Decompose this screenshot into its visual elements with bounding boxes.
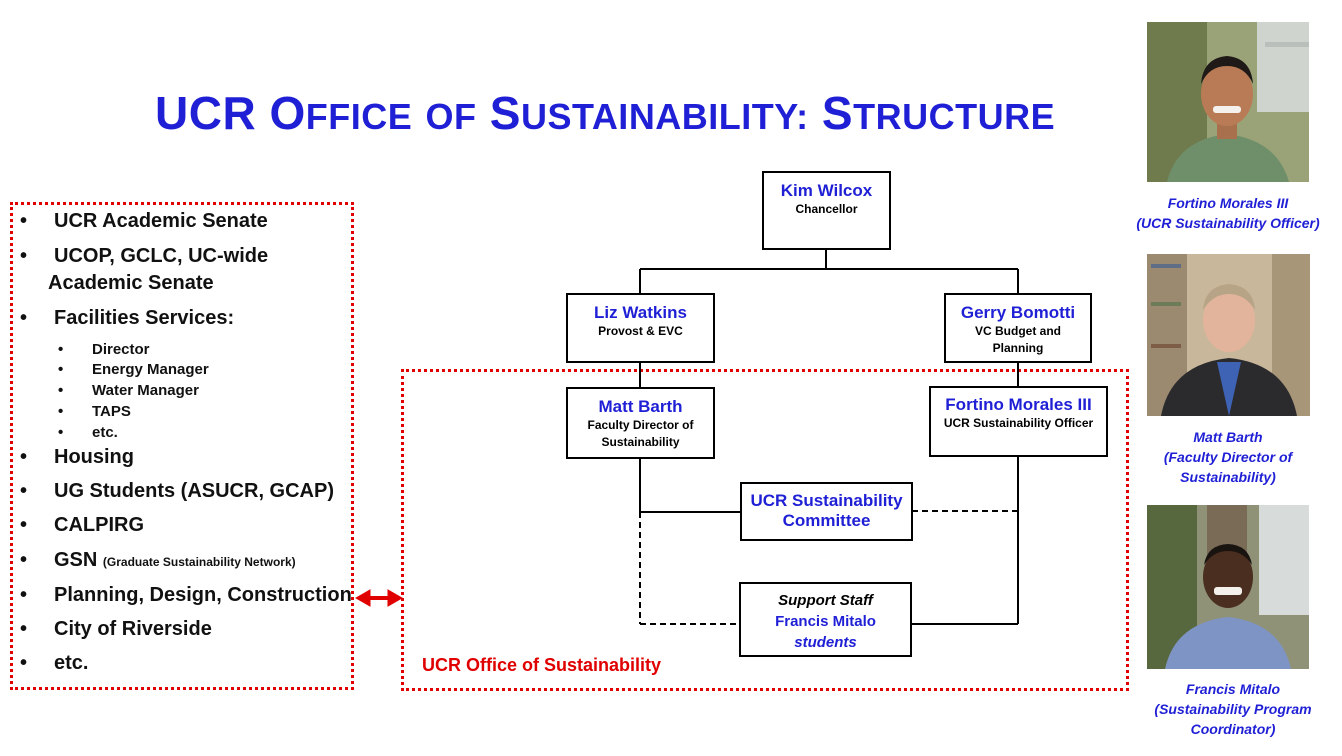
office-of-sustainability-box bbox=[401, 369, 1129, 691]
node-role: UCR Sustainability Officer bbox=[943, 416, 1094, 430]
bullet: • bbox=[20, 514, 28, 536]
page-title: UCR OFFICE OF SUSTAINABILITY: STRUCTURE bbox=[155, 86, 1055, 140]
node-role: VC Budget and bbox=[975, 324, 1061, 338]
bullet: • bbox=[20, 446, 28, 468]
caption-line: Sustainability) bbox=[1180, 469, 1276, 485]
list-item-label: TAPS bbox=[92, 403, 131, 420]
node-name: Committee bbox=[782, 511, 871, 530]
bullet: • bbox=[20, 652, 28, 674]
title-word-smallcaps: FFICE bbox=[305, 96, 413, 137]
title-word: UCR bbox=[155, 87, 257, 139]
node-name: students bbox=[794, 634, 857, 651]
node-name: Support Staff bbox=[778, 592, 873, 609]
node-role: Provost & EVC bbox=[598, 324, 683, 338]
bullet: • bbox=[20, 618, 28, 640]
bullet: • bbox=[20, 210, 28, 232]
gsn-label: GSN bbox=[54, 549, 98, 571]
node-name: Kim Wilcox bbox=[780, 181, 873, 200]
node-name: Matt Barth bbox=[598, 397, 683, 416]
caption-line: (Sustainability Program bbox=[1154, 701, 1312, 717]
list-item-label: Energy Manager bbox=[92, 361, 209, 378]
person-photo bbox=[1147, 254, 1310, 416]
list-item-label: Water Manager bbox=[92, 382, 199, 399]
list-item-label: UCR Academic Senate bbox=[54, 210, 268, 232]
node-committee: UCR Sustainability Committee bbox=[740, 482, 913, 541]
list-item-label: City of Riverside bbox=[54, 618, 212, 640]
bullet: • bbox=[20, 245, 28, 267]
person-caption: Fortino Morales III (UCR Sustainability … bbox=[1128, 193, 1328, 233]
list-item-label: UG Students (ASUCR, GCAP) bbox=[54, 480, 334, 502]
bullet: • bbox=[58, 403, 64, 420]
caption-line: Matt Barth bbox=[1193, 429, 1263, 445]
list-item-label: etc. bbox=[54, 652, 89, 674]
bullet: • bbox=[20, 584, 28, 606]
caption-line: Coordinator) bbox=[1190, 721, 1276, 737]
node-name: Fortino Morales III bbox=[945, 395, 1092, 414]
node-name: UCR Sustainability bbox=[750, 491, 903, 510]
bullet: • bbox=[58, 361, 64, 378]
person-caption: Francis Mitalo (Sustainability Program C… bbox=[1128, 679, 1338, 739]
node-role: Faculty Director of bbox=[587, 418, 694, 432]
person-photo bbox=[1147, 22, 1309, 182]
title-word-smallcaps: OF bbox=[425, 96, 477, 137]
person-caption: Matt Barth (Faculty Director of Sustaina… bbox=[1128, 427, 1328, 487]
caption-line: (Faculty Director of bbox=[1163, 449, 1293, 465]
node-role: Chancellor bbox=[795, 202, 858, 216]
node-name: Gerry Bomotti bbox=[960, 303, 1076, 322]
caption-line: Francis Mitalo bbox=[1185, 681, 1281, 697]
node-role: Sustainability bbox=[601, 435, 680, 449]
list-item-label: Planning, Design, Construction bbox=[54, 584, 352, 606]
bullet: • bbox=[58, 341, 64, 358]
person-photo bbox=[1147, 505, 1309, 669]
bullet: • bbox=[58, 424, 64, 441]
node-sustainability-officer: Fortino Morales III UCR Sustainability O… bbox=[929, 386, 1108, 457]
list-item-label: Housing bbox=[54, 446, 134, 468]
node-provost: Liz Watkins Provost & EVC bbox=[566, 293, 715, 363]
title-word-smallcaps: TRUCTURE bbox=[853, 96, 1056, 137]
title-word: O bbox=[269, 87, 306, 139]
list-item-label: UCOP, GCLC, UC-wide bbox=[54, 245, 269, 267]
node-role: Planning bbox=[992, 341, 1044, 355]
node-chancellor: Kim Wilcox Chancellor bbox=[762, 171, 891, 250]
list-item-label: GSN (Graduate Sustainability Network) bbox=[54, 549, 296, 572]
node-faculty-director: Matt Barth Faculty Director of Sustainab… bbox=[566, 387, 715, 459]
title-word: S bbox=[489, 87, 521, 139]
list-item-label: Academic Senate bbox=[48, 272, 214, 294]
bullet: • bbox=[20, 480, 28, 502]
caption-line: (UCR Sustainability Officer) bbox=[1136, 215, 1320, 231]
node-vc-budget: Gerry Bomotti VC Budget and Planning bbox=[944, 293, 1092, 363]
bullet: • bbox=[20, 307, 28, 329]
stakeholders-box bbox=[10, 202, 354, 690]
node-name: Liz Watkins bbox=[594, 303, 687, 322]
node-support-staff: Support Staff Francis Mitalo students bbox=[739, 582, 912, 657]
office-label: UCR Office of Sustainability bbox=[422, 655, 662, 675]
list-item-label: Facilities Services: bbox=[54, 307, 235, 329]
bullet: • bbox=[58, 382, 64, 399]
list-item-label: etc. bbox=[92, 424, 118, 441]
bullet: • bbox=[20, 549, 28, 571]
title-word: S bbox=[821, 87, 854, 139]
gsn-expansion: (Graduate Sustainability Network) bbox=[102, 555, 296, 569]
double-arrow bbox=[354, 589, 404, 607]
list-item-label: Director bbox=[92, 341, 150, 358]
node-name: Francis Mitalo bbox=[775, 613, 876, 630]
list-item-label: CALPIRG bbox=[54, 514, 144, 536]
title-word-smallcaps: USTAINABILITY: bbox=[520, 96, 809, 137]
caption-line: Fortino Morales III bbox=[1167, 195, 1289, 211]
